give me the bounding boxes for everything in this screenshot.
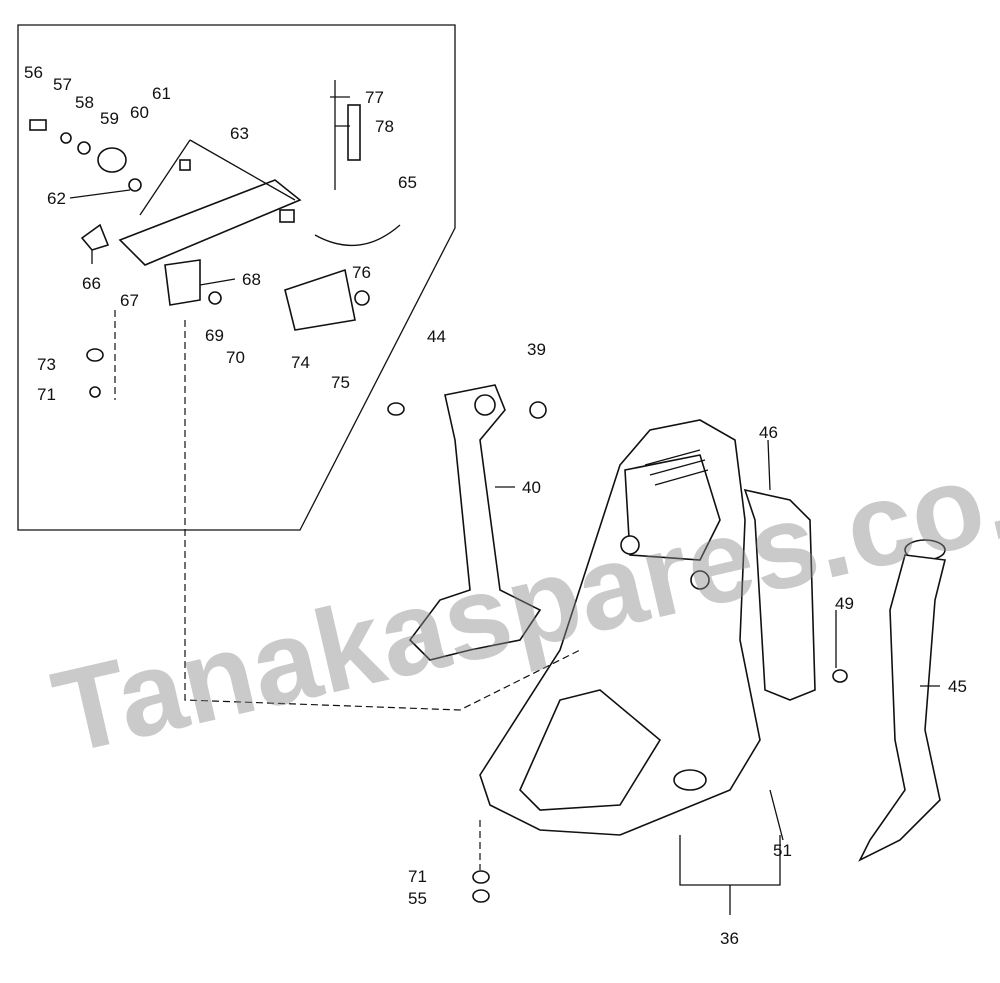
- label-45: 45: [948, 677, 967, 696]
- shoulder-strap-right: [858, 539, 946, 862]
- label-71: 71: [408, 867, 427, 886]
- label-46: 46: [759, 423, 778, 442]
- label-69: 69: [205, 326, 224, 345]
- label-65: 65: [398, 173, 417, 192]
- label-61: 61: [152, 84, 171, 103]
- shoulder-strap-left: [408, 384, 542, 661]
- label-62: 62: [47, 189, 66, 208]
- label-66: 66: [82, 274, 101, 293]
- label-76: 76: [352, 263, 371, 282]
- label-73: 73: [37, 355, 56, 374]
- label-51: 51: [773, 841, 792, 860]
- label-63: 63: [230, 124, 249, 143]
- leader-lines: [69, 96, 940, 915]
- label-71-inset: 71: [37, 385, 56, 404]
- backpack-frame: [479, 419, 816, 836]
- label-55: 55: [408, 889, 427, 908]
- label-59: 59: [100, 109, 119, 128]
- label-70: 70: [226, 348, 245, 367]
- label-68: 68: [242, 270, 261, 289]
- label-75: 75: [331, 373, 350, 392]
- label-58: 58: [75, 93, 94, 112]
- label-74: 74: [291, 353, 310, 372]
- label-78: 78: [375, 117, 394, 136]
- label-40: 40: [522, 478, 541, 497]
- label-77: 77: [365, 88, 384, 107]
- part-labels: 56 57 58 59 60 61 63 77 78 65 62 66 67 6…: [24, 63, 967, 948]
- inset-frame: [17, 24, 456, 531]
- inset-parts: [29, 80, 848, 903]
- label-44: 44: [427, 327, 446, 346]
- label-60: 60: [130, 103, 149, 122]
- label-67: 67: [120, 291, 139, 310]
- label-56: 56: [24, 63, 43, 82]
- label-49: 49: [835, 594, 854, 613]
- label-57: 57: [53, 75, 72, 94]
- label-39: 39: [527, 340, 546, 359]
- label-36: 36: [720, 929, 739, 948]
